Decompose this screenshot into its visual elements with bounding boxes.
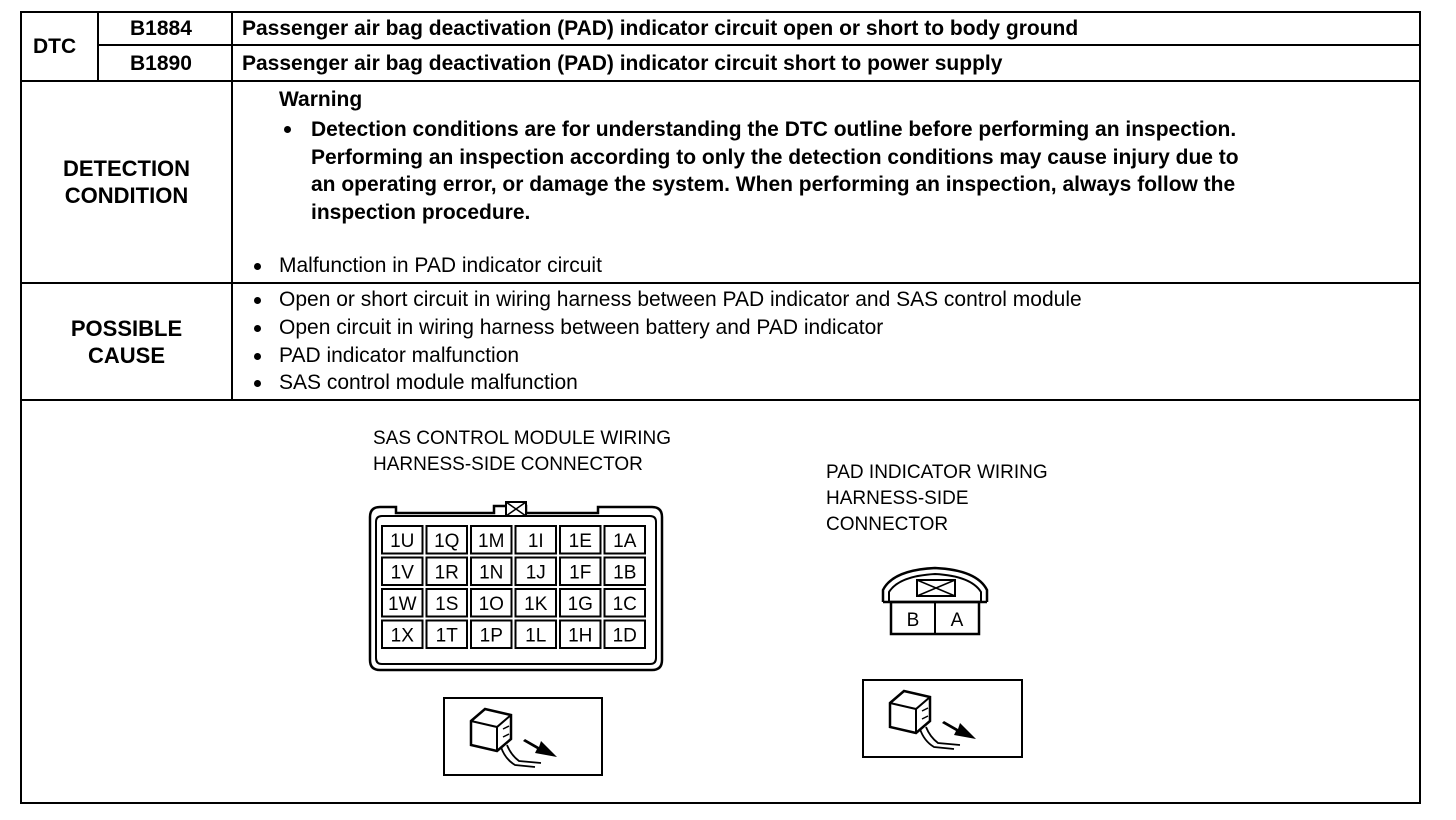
sas-pin-cell [470,619,513,649]
cause-item: Open or short circuit in wiring harness … [279,288,1082,311]
sas-pin-label: 1L [525,626,546,647]
bullet [284,126,291,133]
dtc-code: B1884 [130,17,192,40]
sas-pin-label: 1T [436,626,459,647]
sas-pin-cell [425,619,468,649]
sas-pin-cell [381,619,424,649]
dtc-label: DTC [33,35,77,58]
sas-pin-cell [425,525,468,555]
sas-pin-cell [514,525,557,555]
warning-line: inspection procedure. [311,200,531,224]
row-divider [20,399,1421,401]
bullet [254,263,261,270]
warning-line: an operating error, or damage the system… [311,173,1236,196]
sas-pin-cell [559,619,602,649]
caption-line: CONNECTOR [826,514,949,535]
sas-pin-label: 1G [568,594,593,615]
label-line: DETECTION [62,156,191,181]
dtc-description: Passenger air bag deactivation (PAD) ind… [242,52,1003,75]
warning-line: Detection conditions are for understandi… [311,118,1237,141]
sas-pin-cell [425,588,468,618]
pad-pin: B [907,610,920,631]
sas-pin-cell [559,556,602,586]
sas-pin-cell [514,556,557,586]
bullet [254,353,261,360]
sas-connector-caption: SAS CONTROL MODULE WIRING HARNESS-SIDE C… [373,426,671,478]
cause-item: PAD indicator malfunction [279,344,520,367]
sas-pin-cell [603,588,646,618]
caption-line: HARNESS-SIDE CONNECTOR [373,454,643,475]
sas-pin-label: 1Q [434,531,459,552]
sas-pin-cell [470,588,513,618]
sas-pin-cell [470,525,513,555]
sas-pin-cell [381,556,424,586]
cause-item: SAS control module malfunction [279,371,578,394]
sas-pin-cell [470,556,513,586]
sas-pin-label: 1H [568,626,592,647]
sas-pin-label: 1W [388,594,417,615]
sas-pin-cell [603,525,646,555]
caption-line: SAS CONTROL MODULE WIRING [373,428,672,449]
row-divider [20,282,1421,284]
sas-pin-label: 1K [524,594,548,615]
sas-pin-cell [514,619,557,649]
sas-pin-cell [381,588,424,618]
row-divider [97,44,1421,46]
sas-pin-label: 1O [479,594,504,615]
pad-pin: A [951,610,964,631]
bullet [254,297,261,304]
sas-pin-label: 1B [613,563,636,584]
sas-pin-label: 1S [435,594,458,615]
sas-pin-label: 1R [435,563,459,584]
harness-connector-icon [862,679,1023,758]
sas-pin-cell [603,556,646,586]
warning-line: Performing an inspection according to on… [311,145,1239,169]
sas-pin-label: 1I [528,531,544,552]
label-line: POSSIBLE [70,316,183,341]
sas-pin-label: 1N [479,563,503,584]
bullet [254,325,261,332]
sas-pin-label: 1E [569,531,592,552]
sas-pin-cell [603,619,646,649]
label-line: CAUSE [87,343,165,368]
label-line: CONDITION [64,183,189,208]
sas-pin-label: 1V [391,563,415,584]
pad-connector-diagram: B A [881,566,989,636]
sas-pin-cell [559,588,602,618]
sas-pin-label: 1X [391,626,415,647]
sas-pin-label: 1A [613,531,637,552]
sas-pin-cell [514,588,557,618]
warning-text: Detection conditions are for understandi… [311,116,1239,226]
sas-pin-label: 1F [569,563,591,584]
sas-pin-label: 1C [613,594,637,615]
sas-pin-label: 1U [390,531,414,552]
caption-line: PAD INDICATOR WIRING [826,462,1048,483]
bullet [254,380,261,387]
sas-pin-label: 1D [613,626,637,647]
warning-title: Warning [279,88,363,111]
possible-cause-label: POSSIBLE CAUSE [22,315,231,369]
sas-pin-label: 1M [478,531,504,552]
detection-condition-label: DETECTION CONDITION [22,155,231,209]
cause-item: Open circuit in wiring harness between b… [279,316,884,339]
pad-connector-caption: PAD INDICATOR WIRING HARNESS-SIDE CONNEC… [826,460,1048,538]
caption-line: HARNESS-SIDE [826,488,969,509]
column-divider [97,11,99,81]
condition-text: Malfunction in PAD indicator circuit [279,254,602,277]
column-divider [231,11,233,400]
sas-connector-diagram: 1U 1Q 1M 1I 1E 1A 1V 1R 1N 1J 1F 1B 1W 1S 1O 1K 1G 1C 1X 1T… [368,501,664,672]
dtc-description: Passenger air bag deactivation (PAD) ind… [242,17,1079,40]
sas-pin-cell [425,556,468,586]
row-divider [20,80,1421,82]
sas-pin-cell [381,525,424,555]
dtc-code: B1890 [130,52,192,75]
sas-pin-label: 1P [480,626,503,647]
sas-pin-cell [559,525,602,555]
harness-connector-icon [443,697,603,776]
sas-pin-label: 1J [526,563,546,584]
dtc-table [20,11,1421,804]
